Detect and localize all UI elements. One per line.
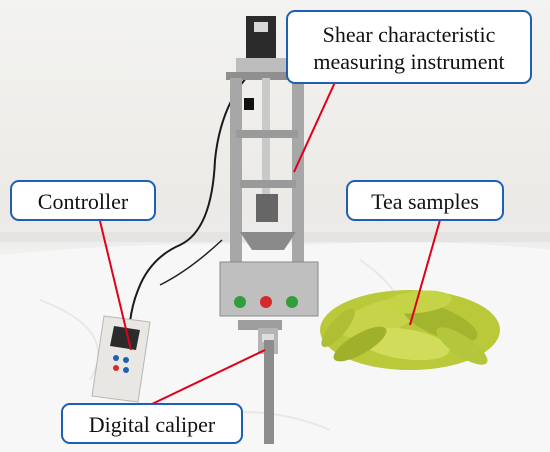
tea-leaf <box>436 327 488 365</box>
left-column <box>230 78 242 268</box>
tea-leaf <box>321 308 355 348</box>
base-button-green-left <box>234 296 246 308</box>
label-shear-line2: measuring instrument <box>313 49 505 74</box>
label-shear-line1: Shear characteristic <box>322 22 496 47</box>
tea-leaf <box>384 290 452 314</box>
right-column <box>292 78 304 268</box>
motor-label <box>254 22 268 32</box>
base-button-green-right <box>286 296 298 308</box>
instrument-base <box>219 261 319 317</box>
pointer-line-tea <box>409 219 441 326</box>
crosshead-lower <box>240 180 296 188</box>
label-tea-samples: Tea samples <box>346 180 504 221</box>
controller-key <box>113 355 119 361</box>
tea-leaf <box>333 326 387 362</box>
label-digital-caliper: Digital caliper <box>61 403 243 444</box>
outlet <box>244 98 254 110</box>
base-button-red <box>260 296 272 308</box>
power-cord <box>129 77 247 323</box>
pointer-line-instrument <box>293 79 337 173</box>
cutting-blade <box>240 232 296 250</box>
label-shear-instrument: Shear characteristic measuring instrumen… <box>286 10 532 84</box>
caliper-jaw <box>238 320 282 330</box>
clamp <box>256 194 278 222</box>
controller-key <box>113 365 119 371</box>
controller-device <box>91 315 151 403</box>
controller-key <box>123 357 129 363</box>
caliper-device <box>238 320 282 444</box>
controller-display <box>110 326 140 350</box>
signal-cord <box>159 239 223 286</box>
crosshead-upper <box>236 130 298 138</box>
caliper-display <box>262 334 274 342</box>
controller-key <box>123 367 129 373</box>
caliper-beam <box>264 340 274 444</box>
top-bar <box>226 72 310 80</box>
label-controller: Controller <box>10 180 156 221</box>
tea-pile <box>320 290 500 370</box>
pointer-line-caliper <box>151 349 266 405</box>
pointer-line-controller <box>99 220 132 351</box>
